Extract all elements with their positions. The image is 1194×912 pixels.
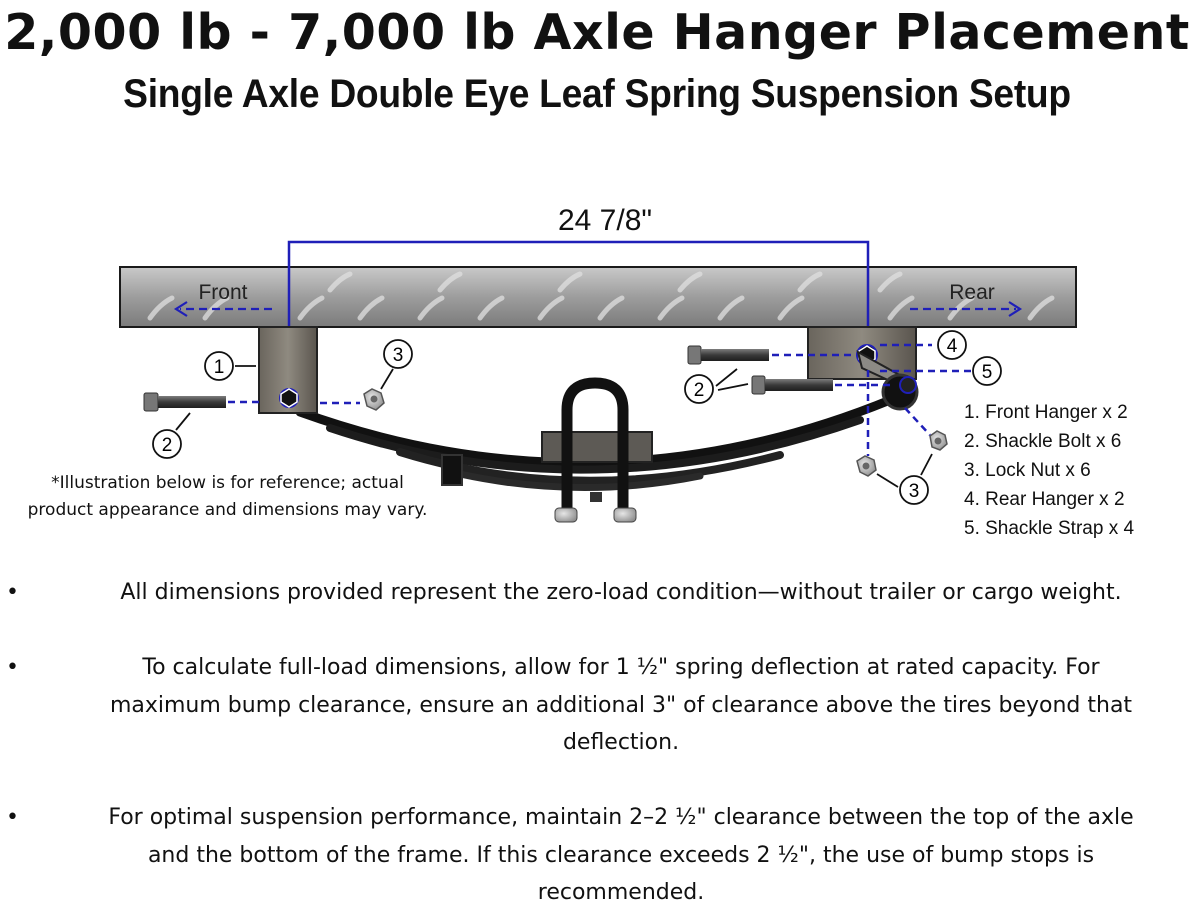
rear-lower-shackle-bolt xyxy=(751,375,833,395)
frame-rail xyxy=(119,266,1077,328)
front-shackle-bolt xyxy=(143,392,226,412)
callout-3-front: 3 xyxy=(380,339,413,390)
svg-text:3: 3 xyxy=(393,345,404,366)
bullet-line: To calculate full-load dimensions, allow… xyxy=(142,655,1100,680)
legend-item: 3. Lock Nut x 6 xyxy=(964,460,1091,481)
bullet-line: For optimal suspension performance, main… xyxy=(108,805,1134,830)
svg-text:4: 4 xyxy=(947,336,958,357)
bullet-line: All dimensions provided represent the ze… xyxy=(120,580,1122,605)
legend-item: 2. Shackle Bolt x 6 xyxy=(964,431,1122,452)
page-title: 2,000 lb - 7,000 lb Axle Hanger Placemen… xyxy=(4,4,1190,61)
bullet-line: and the bottom of the frame. If this cle… xyxy=(147,842,1095,868)
bullet-line: recommended. xyxy=(537,880,705,905)
svg-text:2: 2 xyxy=(694,380,705,401)
rear-arrow-icon xyxy=(910,301,1023,317)
front-lock-nut xyxy=(363,388,385,411)
rear-lock-nut-lower xyxy=(856,455,877,477)
placement-guides xyxy=(228,343,972,456)
note-line: product appearance and dimensions may va… xyxy=(27,500,428,520)
legend-item: 1. Front Hanger x 2 xyxy=(964,402,1128,423)
bullet-icon: • xyxy=(6,580,19,605)
rear-upper-shackle-bolt xyxy=(687,345,769,365)
front-label: Front xyxy=(198,281,247,304)
bullet-line: deflection. xyxy=(562,730,680,755)
svg-text:1: 1 xyxy=(214,357,225,378)
rear-label: Rear xyxy=(949,281,995,304)
front-arrow-icon xyxy=(173,301,272,317)
callout-2-front: 2 xyxy=(152,412,191,459)
callout-4: 4 xyxy=(937,330,967,360)
page-subtitle: Single Axle Double Eye Leaf Spring Suspe… xyxy=(123,72,1071,116)
bullet-icon: • xyxy=(6,805,19,830)
svg-text:5: 5 xyxy=(982,362,993,383)
suspension-diagram: Front Rear 24 7/8" xyxy=(119,204,1077,523)
note-line: *Illustration below is for reference; ac… xyxy=(51,473,404,493)
bullet-icon: • xyxy=(6,655,19,680)
illustration-note: *Illustration below is for reference; ac… xyxy=(0,470,455,524)
svg-text:2: 2 xyxy=(162,435,173,456)
legend-item: 5. Shackle Strap x 4 xyxy=(964,518,1135,539)
dimension-label: 24 7/8" xyxy=(558,204,652,237)
callout-5: 5 xyxy=(972,356,1002,386)
shackle-strap xyxy=(856,350,919,411)
callout-2-rear: 2 xyxy=(684,368,749,404)
callout-1: 1 xyxy=(204,351,256,381)
front-eye-bolt-icon xyxy=(279,388,299,408)
legend-item: 4. Rear Hanger x 2 xyxy=(964,489,1125,510)
parts-legend: 1. Front Hanger x 2 2. Shackle Bolt x 6 … xyxy=(964,398,1134,543)
bullet-line: maximum bump clearance, ensure an additi… xyxy=(109,692,1133,718)
svg-text:3: 3 xyxy=(909,481,920,502)
callout-3-rear: 3 xyxy=(876,453,933,505)
rear-lock-nut-upper xyxy=(929,430,948,451)
dimension-bracket xyxy=(287,240,870,392)
u-bolt-assembly xyxy=(541,377,653,523)
